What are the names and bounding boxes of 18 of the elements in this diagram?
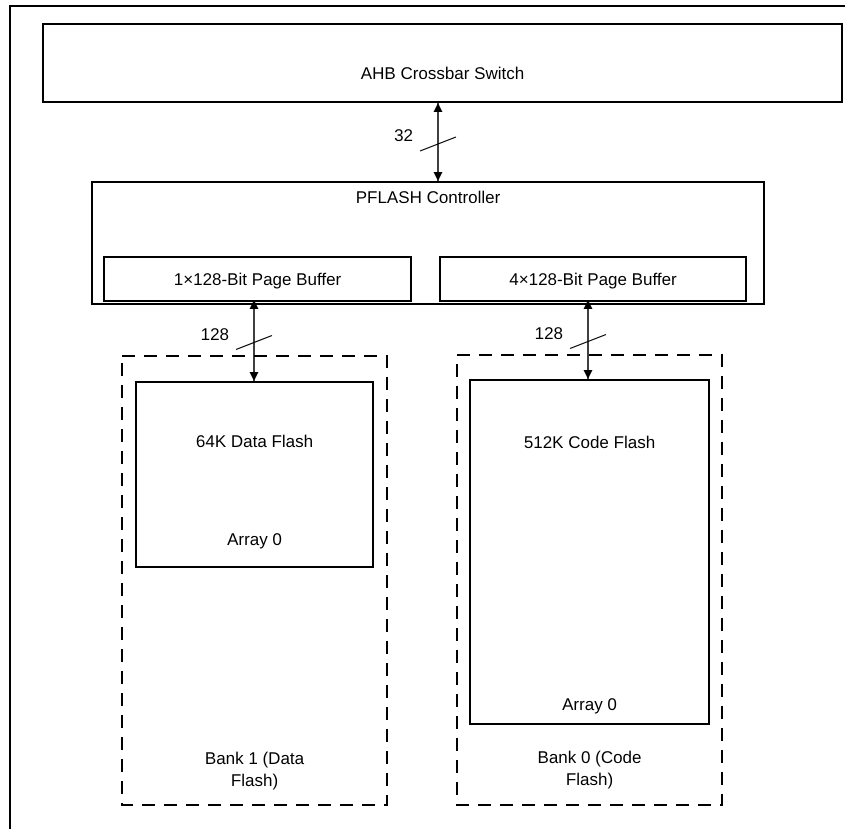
buffer-box [103, 256, 412, 302]
box-label: 4×128-Bit Page Buffer [508, 269, 678, 291]
array-box [135, 381, 374, 568]
box-label: AHB Crossbar Switch [360, 63, 526, 85]
bank-label: Bank 1 (Data Flash) [204, 748, 306, 792]
switch-box [42, 23, 843, 103]
box-label: PFLASH Controller [354, 187, 502, 209]
box-label: 1×128-Bit Page Buffer [172, 269, 342, 291]
array-title: 64K Data Flash [194, 431, 314, 453]
controller-box [91, 181, 765, 305]
array-box [469, 379, 710, 725]
bank-region [121, 355, 388, 806]
array-label: Array 0 [226, 529, 283, 551]
buffer-box [439, 256, 747, 302]
bank-region [456, 354, 723, 806]
array-title: 512K Code Flash [522, 432, 656, 454]
array-label: Array 0 [561, 694, 618, 716]
bank-label: Bank 0 (Code Flash) [536, 747, 642, 791]
